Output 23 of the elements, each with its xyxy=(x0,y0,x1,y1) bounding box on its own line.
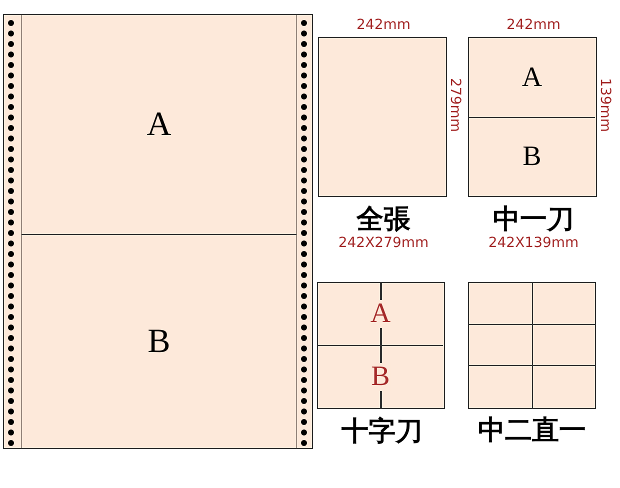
grid-cell xyxy=(532,282,596,325)
section-letter: A xyxy=(369,300,392,328)
form-section xyxy=(21,234,297,448)
height-dimension: 279mm xyxy=(448,77,462,134)
width-dimension: 242mm xyxy=(506,18,562,32)
continuous-form-sheet xyxy=(3,14,313,449)
grid-cell xyxy=(468,365,533,409)
sheet-label: 全張 xyxy=(355,206,412,233)
grid-cell xyxy=(468,282,533,325)
section-letter: B xyxy=(148,324,170,358)
size-caption: 242X139mm xyxy=(487,236,580,250)
section-letter: A xyxy=(146,108,172,142)
width-dimension: 242mm xyxy=(356,18,412,32)
height-dimension: 139mm xyxy=(598,77,612,134)
sheet-label: 十字刀 xyxy=(340,418,424,445)
section-letter: B xyxy=(370,362,391,390)
form-section xyxy=(21,15,297,234)
grid-cell xyxy=(532,365,596,409)
section-letter: B xyxy=(522,142,542,170)
size-caption: 242X279mm xyxy=(337,236,430,250)
section-letter: A xyxy=(522,64,542,92)
sheet-label: 中二直一 xyxy=(477,417,587,444)
sheet-label: 中一刀 xyxy=(492,206,575,233)
